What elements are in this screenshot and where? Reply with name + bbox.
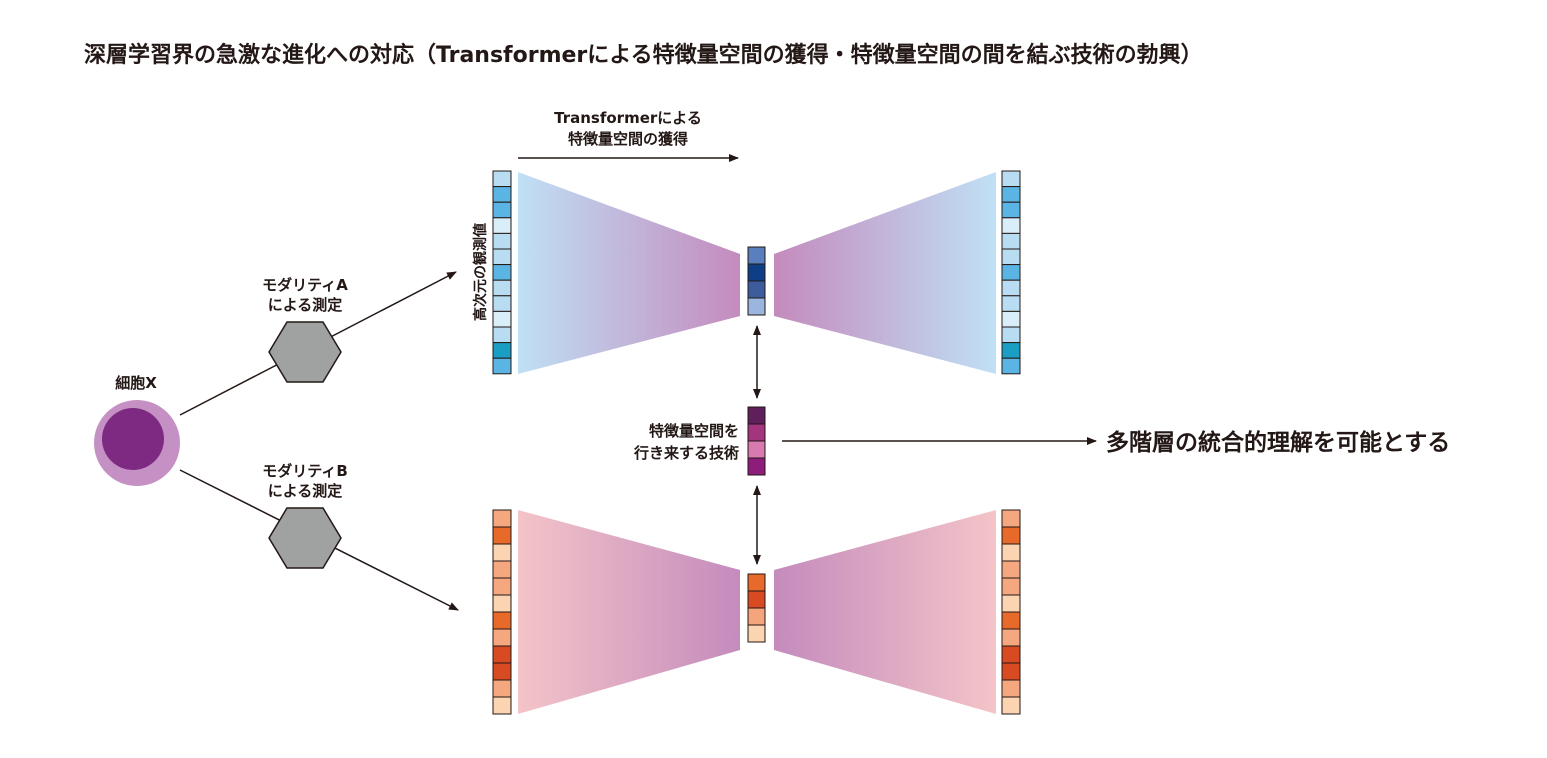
- top-latent-cell: [747, 297, 766, 316]
- bottom-output-cell: [1001, 560, 1021, 579]
- bottom-latent-cell: [747, 573, 766, 592]
- page-title: 深層学習界の急激な進化への対応（Transformerによる特徴量空間の獲得・特…: [84, 42, 1203, 68]
- bottom-input-cell: [492, 628, 512, 647]
- bridge-label-line1: 特徴量空間を: [649, 422, 739, 440]
- top-output-cell: [1001, 201, 1021, 219]
- bottom-input-cell: [492, 543, 512, 562]
- transformer-label-line1: Transformerによる: [554, 109, 702, 127]
- top-output-vector: [1001, 170, 1021, 375]
- bottom-latent-cell: [747, 590, 766, 609]
- top-input-cell: [492, 310, 512, 328]
- bottom-input-cell: [492, 560, 512, 579]
- transformer-label-line2: 特徴量空間の獲得: [568, 130, 688, 148]
- top-input-cell: [492, 264, 512, 281]
- modality-b-label-line2: による測定: [268, 482, 343, 500]
- top-input-cell: [492, 342, 512, 359]
- observation-label: 高次元の観測値: [472, 223, 489, 321]
- top-decoder-trapezoid: [774, 172, 996, 374]
- bottom-output-cell: [1001, 679, 1021, 698]
- bottom-latent-vector: [747, 573, 766, 643]
- cell-nucleus-icon: [102, 408, 164, 470]
- top-output-cell: [1001, 186, 1021, 203]
- bottom-output-cell: [1001, 509, 1021, 528]
- bottom-input-cell: [492, 679, 512, 698]
- modality-a-label-line2: による測定: [268, 296, 343, 314]
- top-output-cell: [1001, 170, 1021, 188]
- top-output-cell: [1001, 310, 1021, 328]
- top-input-cell: [492, 232, 512, 250]
- top-input-cell: [492, 217, 512, 234]
- bottom-input-cell: [492, 594, 512, 613]
- top-encoder-trapezoid: [518, 172, 740, 374]
- bridge-cell: [747, 457, 766, 476]
- modality-a-hexagon-icon: [268, 321, 342, 383]
- top-output-cell: [1001, 217, 1021, 234]
- bottom-output-cell: [1001, 628, 1021, 647]
- top-latent-cell: [747, 263, 766, 282]
- bottom-output-cell: [1001, 594, 1021, 613]
- bottom-output-cell: [1001, 611, 1021, 630]
- top-output-cell: [1001, 264, 1021, 281]
- modality-a-label-line1: モダリティA: [262, 276, 348, 294]
- bridge-label-line2: 行き来する技術: [633, 444, 739, 462]
- bottom-output-cell: [1001, 696, 1021, 715]
- bridge-cell: [747, 440, 766, 459]
- top-input-cell: [492, 186, 512, 203]
- bridge-vector: [747, 406, 766, 476]
- bottom-output-cell: [1001, 543, 1021, 562]
- top-output-cell: [1001, 232, 1021, 250]
- modality-b-label-line1: モダリティB: [262, 462, 348, 480]
- top-input-vector: [492, 170, 512, 375]
- bottom-input-cell: [492, 611, 512, 630]
- bottom-output-cell: [1001, 662, 1021, 681]
- top-output-cell: [1001, 279, 1021, 297]
- top-latent-cell: [747, 246, 766, 265]
- top-input-cell: [492, 201, 512, 219]
- bottom-decoder-trapezoid: [774, 510, 996, 714]
- bottom-latent-cell: [747, 607, 766, 626]
- top-input-cell: [492, 170, 512, 188]
- bottom-output-vector: [1001, 509, 1021, 715]
- modality-b-hexagon-icon: [268, 507, 342, 569]
- top-input-cell: [492, 248, 512, 266]
- top-output-cell: [1001, 295, 1021, 312]
- bottom-input-vector: [492, 509, 512, 715]
- bottom-input-cell: [492, 662, 512, 681]
- top-input-cell: [492, 295, 512, 312]
- bottom-output-cell: [1001, 645, 1021, 664]
- bottom-input-cell: [492, 645, 512, 664]
- top-input-cell: [492, 326, 512, 344]
- bottom-input-cell: [492, 509, 512, 528]
- bottom-input-cell: [492, 696, 512, 715]
- top-latent-vector: [747, 246, 766, 316]
- top-latent-cell: [747, 280, 766, 299]
- bridge-cell: [747, 423, 766, 442]
- top-output-cell: [1001, 342, 1021, 359]
- bottom-input-cell: [492, 526, 512, 545]
- bottom-output-cell: [1001, 526, 1021, 545]
- cell-label: 細胞X: [115, 374, 157, 392]
- top-output-cell: [1001, 326, 1021, 344]
- top-output-cell: [1001, 248, 1021, 266]
- bottom-output-cell: [1001, 577, 1021, 596]
- top-input-cell: [492, 279, 512, 297]
- bottom-input-cell: [492, 577, 512, 596]
- bridge-cell: [747, 406, 766, 425]
- bottom-latent-cell: [747, 624, 766, 643]
- result-label: 多階層の統合的理解を可能とする: [1106, 429, 1450, 456]
- bottom-encoder-trapezoid: [518, 510, 740, 714]
- top-input-cell: [492, 357, 512, 375]
- top-output-cell: [1001, 357, 1021, 375]
